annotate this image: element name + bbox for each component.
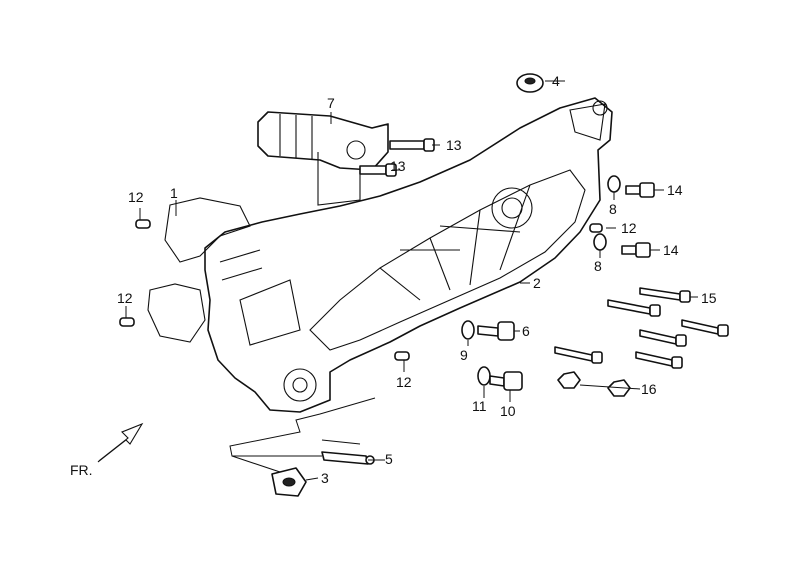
callout-12-right: 12 (621, 220, 637, 236)
dowel-pin-2 (119, 317, 135, 327)
dowel-pin-3 (394, 351, 410, 361)
callout-14-upper: 14 (667, 182, 683, 198)
crankcase-left (204, 97, 613, 413)
callout-9: 9 (460, 347, 468, 363)
callout-12-left: 12 (117, 290, 133, 306)
direction-label: FR. (70, 462, 93, 478)
starter-motor (257, 111, 389, 206)
callout-12-center: 12 (396, 374, 412, 390)
callout-3: 3 (321, 470, 329, 486)
bolt-10 (489, 371, 523, 391)
bolt-14-upper (625, 182, 655, 198)
callout-10: 10 (500, 403, 516, 419)
washer-8-lower (593, 233, 607, 251)
plug-6 (477, 321, 515, 341)
callout-11: 11 (472, 398, 487, 414)
bushing-guide-line (231, 455, 281, 473)
dowel-pin-4 (589, 223, 603, 233)
bushing-top (516, 73, 544, 93)
callout-8-upper: 8 (609, 201, 617, 217)
bolt-14-lower (621, 242, 651, 258)
dowel-pin-1 (135, 219, 151, 229)
washer-9 (461, 320, 475, 340)
callout-13-lower: 13 (390, 158, 406, 174)
callout-2: 2 (533, 275, 541, 291)
nut-16-a (557, 371, 581, 389)
gasket (147, 197, 251, 343)
callout-4: 4 (552, 73, 560, 89)
leader-lines (125, 80, 698, 481)
callout-8-lower: 8 (594, 258, 602, 274)
callout-1: 1 (170, 185, 178, 201)
callout-7: 7 (327, 95, 335, 111)
callout-16: 16 (641, 381, 657, 397)
bolt-13-upper (389, 138, 435, 152)
front-direction-arrow-icon (97, 422, 144, 463)
callout-14-lower: 14 (663, 242, 679, 258)
callout-15: 15 (701, 290, 717, 306)
washer-11 (477, 366, 491, 386)
bushing-bottom (271, 467, 307, 497)
washer-8-upper (607, 175, 621, 193)
callout-12-top-left: 12 (128, 189, 144, 205)
bolt-13-lower (359, 163, 397, 177)
pin-shaft (321, 451, 375, 465)
callout-5: 5 (385, 451, 393, 467)
callout-13-upper: 13 (446, 137, 462, 153)
callout-6: 6 (522, 323, 530, 339)
